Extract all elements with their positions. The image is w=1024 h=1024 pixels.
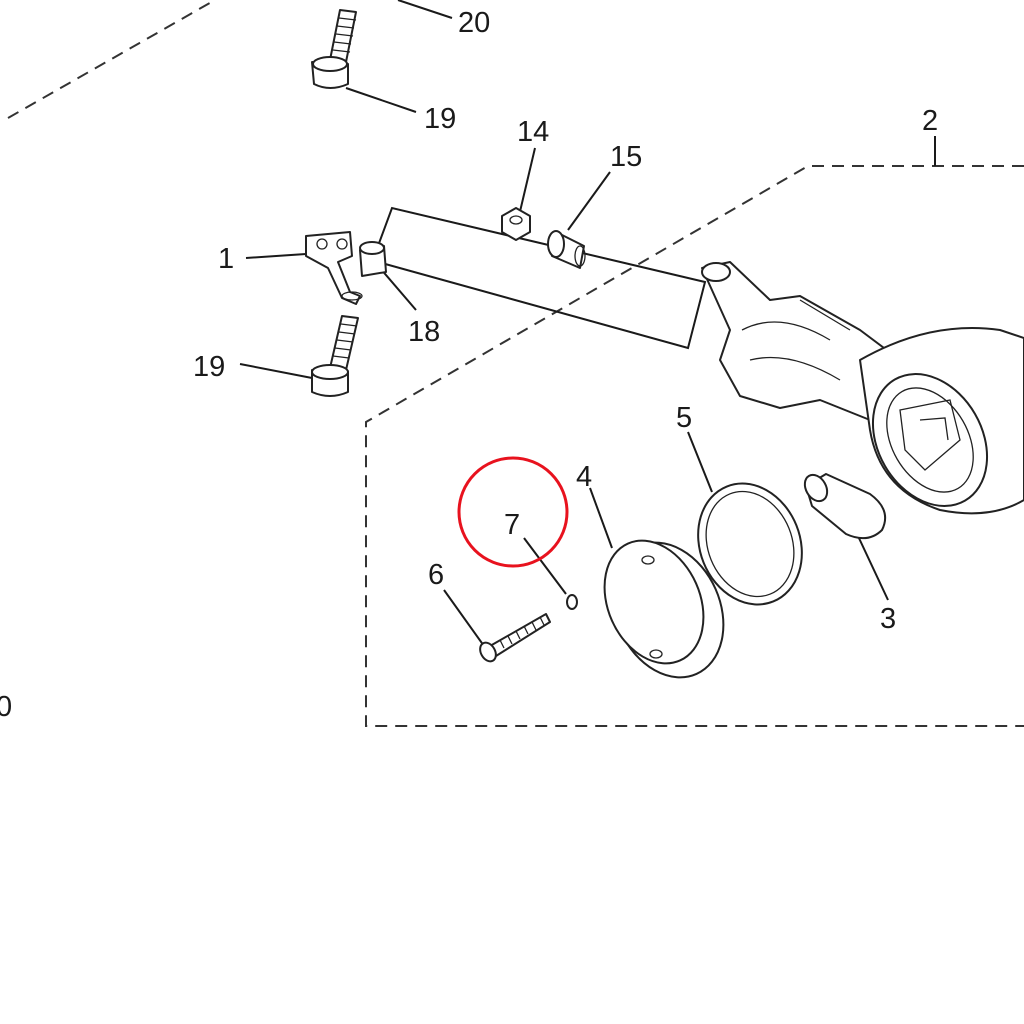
highlight-circle — [457, 456, 569, 568]
callout-3: 3 — [880, 603, 896, 635]
leader-4 — [589, 487, 613, 549]
callout-14: 14 — [517, 116, 549, 148]
nut-14 — [501, 207, 531, 241]
leader-1 — [245, 253, 307, 259]
callout-2: 2 — [922, 105, 938, 137]
leader-3 — [857, 535, 889, 601]
leader-7 — [523, 537, 567, 595]
bulb-3 — [803, 473, 886, 540]
bracket-1 — [305, 231, 363, 305]
leader-15 — [567, 171, 611, 231]
grommet-15 — [547, 230, 586, 269]
gasket-5 — [697, 482, 803, 606]
callout-edge-partial: 0 — [0, 691, 12, 723]
assembly-boundary-lens — [365, 165, 1024, 727]
leader-19-bottom — [239, 363, 313, 379]
callout-7: 7 — [504, 509, 520, 541]
lens-4 — [603, 539, 725, 679]
callout-4: 4 — [576, 461, 592, 493]
callout-1: 1 — [218, 243, 234, 275]
callout-19-bottom: 19 — [193, 351, 225, 383]
washer-7 — [566, 594, 578, 610]
callout-5: 5 — [676, 402, 692, 434]
screw-6 — [479, 613, 551, 663]
callout-6: 6 — [428, 559, 444, 591]
bolt-19-bottom — [311, 315, 359, 397]
callout-15: 15 — [610, 141, 642, 173]
leader-6 — [443, 589, 485, 647]
callout-labels: 20 19 14 15 2 1 18 19 5 4 7 6 3 0 — [0, 7, 938, 723]
leader-18 — [379, 267, 417, 311]
leader-5 — [687, 431, 713, 493]
bolt-19-top — [311, 9, 357, 89]
leader-14 — [517, 147, 536, 221]
leader-19-top — [345, 87, 417, 113]
leader-20 — [397, 0, 453, 19]
callout-19-top: 19 — [424, 103, 456, 135]
callout-20: 20 — [458, 7, 490, 39]
assembly-boundary-upper-left — [7, 0, 216, 119]
collar-18 — [359, 241, 387, 277]
turn-signal-housing-2 — [701, 261, 1024, 515]
callout-18: 18 — [408, 316, 440, 348]
